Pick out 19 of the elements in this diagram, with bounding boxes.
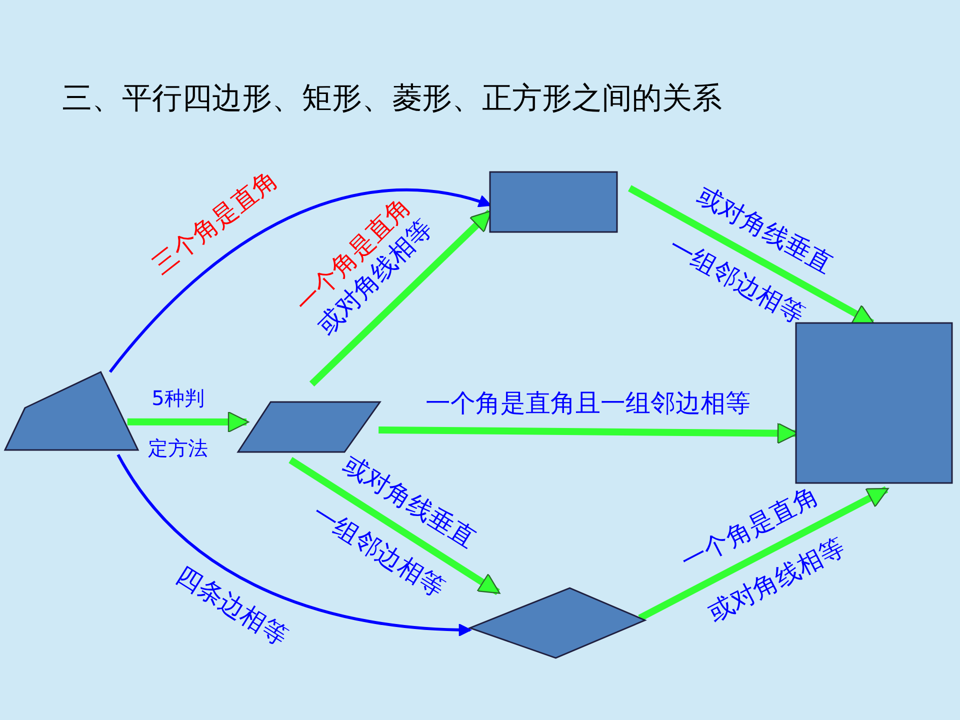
arrow — [116, 454, 472, 636]
edge-label: 四条边相等 — [170, 559, 294, 654]
arrow — [127, 411, 250, 433]
parallelogram-shape — [238, 402, 380, 452]
edge-label: 5种判定方法 — [147, 385, 209, 462]
title: 三、平行四边形、矩形、菱形、正方形之间的关系 — [62, 80, 722, 118]
edge-label: 一个角是直角或对角线相等 — [288, 190, 440, 342]
edge-label: 或对角线垂直一组邻边相等 — [664, 180, 839, 331]
arrow — [108, 188, 492, 373]
arrow — [638, 486, 889, 622]
rhombus-shape — [470, 588, 645, 658]
rectangle-shape — [490, 172, 617, 232]
rectangle-shape — [796, 323, 952, 483]
arrow — [288, 457, 500, 596]
edge-label: 一个角是直角且一组邻边相等 — [426, 387, 750, 419]
edge-label: 一个角是直角或对角线相等 — [675, 480, 850, 629]
quadrilateral-shape — [5, 372, 138, 450]
edge-label: 或对角线垂直一组邻边相等 — [306, 448, 482, 604]
edge-label: 三个角是直角 — [146, 163, 284, 282]
